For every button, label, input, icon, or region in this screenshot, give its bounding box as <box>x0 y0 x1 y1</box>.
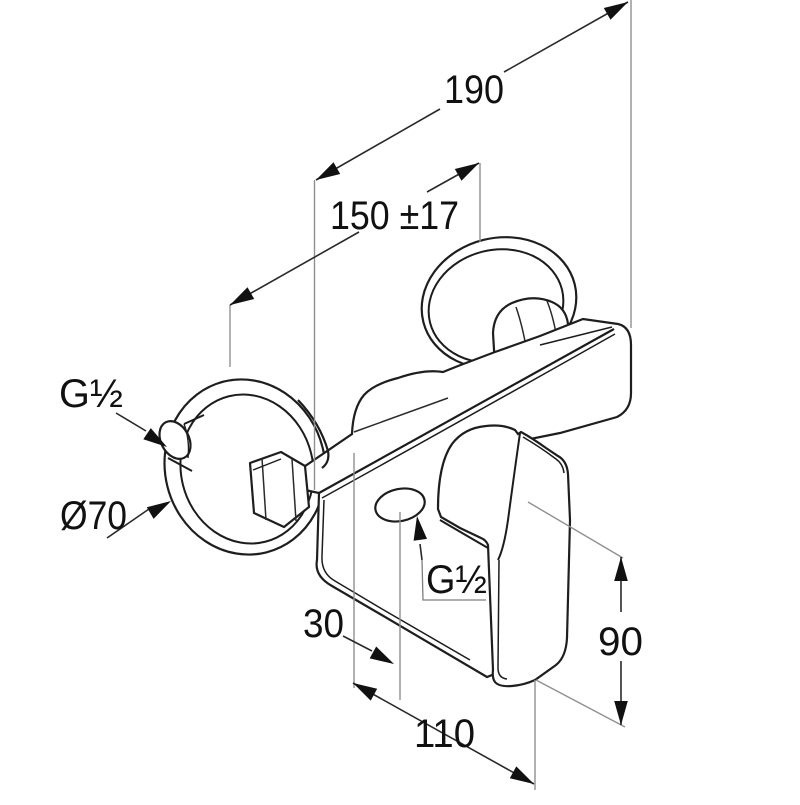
svg-text:G½: G½ <box>59 372 123 416</box>
svg-text:90: 90 <box>598 620 643 664</box>
svg-text:110: 110 <box>414 712 475 756</box>
svg-text:190: 190 <box>444 68 504 112</box>
svg-text:G½: G½ <box>426 558 487 602</box>
svg-text:150 ±17: 150 ±17 <box>330 194 459 238</box>
svg-text:Ø70: Ø70 <box>60 494 127 538</box>
svg-text:30: 30 <box>303 602 344 646</box>
